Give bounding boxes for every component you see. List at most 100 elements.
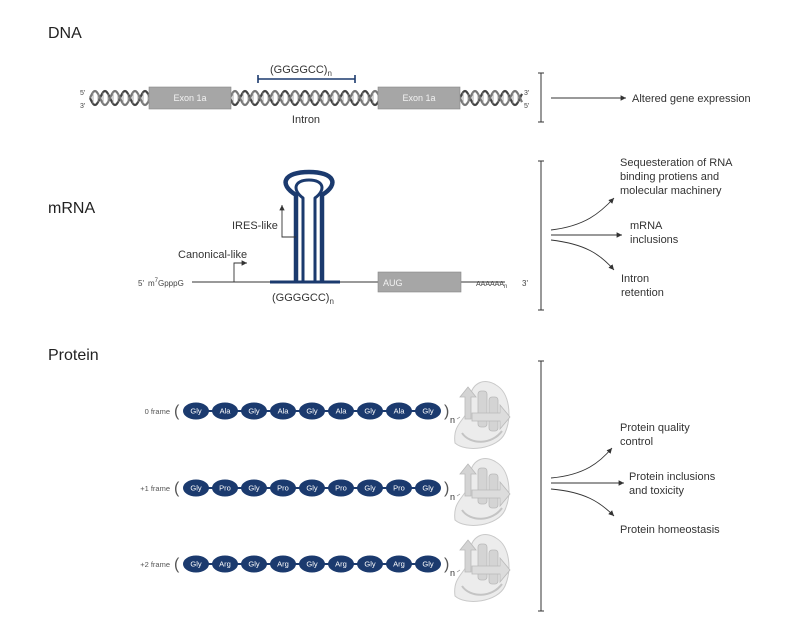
- rna-hairpin-outer: [283, 169, 335, 282]
- open-paren: (: [174, 403, 180, 420]
- dna-outcome-label: Altered gene expression: [632, 93, 751, 105]
- mrna-repeat-label: (GGGGCC)n: [272, 292, 334, 306]
- repeat-subscript: n: [450, 492, 455, 502]
- exon-left-box: [148, 86, 232, 110]
- exon-right-box: [377, 86, 461, 110]
- amino-acid-bead: [357, 555, 383, 573]
- amino-acid-bead: [415, 402, 441, 420]
- amino-acid-label: Ala: [336, 407, 348, 416]
- amino-acid-bead: [328, 402, 354, 420]
- connector-line: [456, 493, 461, 497]
- amino-acid-label: Gly: [306, 407, 318, 416]
- amino-acid-bead: [241, 479, 267, 497]
- close-paren: ): [444, 403, 449, 420]
- amino-acid-label: Pro: [393, 484, 405, 493]
- frame-label: +2 frame: [140, 560, 170, 569]
- intron-label: Intron: [292, 114, 320, 126]
- amino-acid-bead: [299, 402, 325, 420]
- exon-right-label: Exon 1a: [402, 93, 435, 103]
- open-paren: (: [174, 556, 180, 573]
- aug-box: [377, 271, 462, 293]
- mrna-outcome-arrow-3: [550, 239, 615, 271]
- repeat-subscript: n: [450, 568, 455, 578]
- amino-acid-bead: [270, 479, 296, 497]
- amino-acid-bead: [328, 479, 354, 497]
- amino-acid-label: Gly: [190, 560, 202, 569]
- amino-acid-label: Gly: [248, 407, 260, 416]
- amino-acid-bead: [386, 555, 412, 573]
- amino-acid-label: Gly: [306, 560, 318, 569]
- protein-outcome-bracket: [538, 360, 544, 612]
- amino-acid-label: Pro: [219, 484, 231, 493]
- amino-acid-label: Gly: [190, 407, 202, 416]
- amino-acid-bead: [357, 479, 383, 497]
- amino-acid-label: Ala: [278, 407, 290, 416]
- amino-acid-bead: [415, 479, 441, 497]
- dna-section-title: DNA: [48, 25, 82, 42]
- protein-outcome-quality-control: Protein quality control: [620, 422, 693, 448]
- amino-acid-label: Ala: [394, 407, 406, 416]
- amino-acid-bead: [241, 402, 267, 420]
- mrna-outcome-arrow-1: [550, 197, 615, 231]
- amino-acid-label: Gly: [190, 484, 202, 493]
- amino-acid-label: Gly: [306, 484, 318, 493]
- amino-acid-bead: [328, 555, 354, 573]
- dna-three-prime-top: 3': [524, 90, 529, 97]
- amino-acid-bead: [241, 555, 267, 573]
- amino-acid-label: Gly: [364, 407, 376, 416]
- amino-acid-label: Gly: [422, 484, 434, 493]
- mrna-outcome-bracket: [538, 160, 544, 311]
- amino-acid-bead: [183, 555, 209, 573]
- amino-acid-bead: [386, 402, 412, 420]
- mrna-outcome-sequestration: Sequesteration of RNA binding protiens a…: [620, 157, 735, 197]
- close-paren: ): [444, 480, 449, 497]
- aug-label: AUG: [383, 278, 403, 288]
- protein-section-title: Protein: [48, 347, 99, 364]
- amino-acid-bead: [212, 402, 238, 420]
- amino-acid-label: Gly: [364, 560, 376, 569]
- amino-acid-label: Arg: [335, 560, 347, 569]
- protein-outcome-arrow-3: [550, 488, 615, 517]
- amino-acid-label: Pro: [277, 484, 289, 493]
- close-paren: ): [444, 556, 449, 573]
- dna-five-prime-bottom: 5': [524, 103, 529, 110]
- protein-structure-icon: [454, 534, 511, 602]
- protein-outcome-homeostasis: Protein homeostasis: [620, 524, 720, 536]
- mrna-outcome-inclusions: mRNA inclusions: [630, 220, 679, 246]
- dna-three-prime-bottom: 3': [80, 103, 85, 110]
- mrna-section-title: mRNA: [48, 200, 95, 217]
- amino-acid-bead: [212, 555, 238, 573]
- amino-acid-bead: [386, 479, 412, 497]
- rna-hairpin-inner: [294, 178, 324, 282]
- mrna-three-prime: 3': [522, 279, 528, 288]
- frame-label: +1 frame: [140, 484, 170, 493]
- amino-acid-bead: [183, 402, 209, 420]
- frame-label: 0 frame: [145, 407, 170, 416]
- connector-line: [456, 416, 461, 420]
- amino-acid-bead: [270, 402, 296, 420]
- canonical-arrow: [233, 260, 247, 282]
- ires-arrow: [279, 205, 296, 238]
- amino-acid-label: Gly: [248, 484, 260, 493]
- amino-acid-label: Arg: [277, 560, 289, 569]
- amino-acid-label: Ala: [220, 407, 232, 416]
- amino-acid-label: Arg: [219, 560, 231, 569]
- dna-repeat-label: (GGGGCC)n: [270, 64, 332, 78]
- mrna-outcome-intron-retention: Intron retention: [621, 273, 664, 299]
- dna-five-prime-top: 5': [80, 90, 85, 97]
- amino-acid-bead: [415, 555, 441, 573]
- connector-line: [456, 569, 461, 573]
- amino-acid-label: Gly: [422, 560, 434, 569]
- amino-acid-label: Gly: [248, 560, 260, 569]
- mrna-cap: 5'm7GpppG: [138, 278, 184, 288]
- polya-tail: AAAAAAn: [476, 281, 507, 290]
- amino-acid-bead: [357, 402, 383, 420]
- protein-structure-icon: [454, 458, 511, 526]
- amino-acid-label: Gly: [364, 484, 376, 493]
- protein-outcome-arrow-1: [550, 447, 613, 479]
- amino-acid-label: Pro: [335, 484, 347, 493]
